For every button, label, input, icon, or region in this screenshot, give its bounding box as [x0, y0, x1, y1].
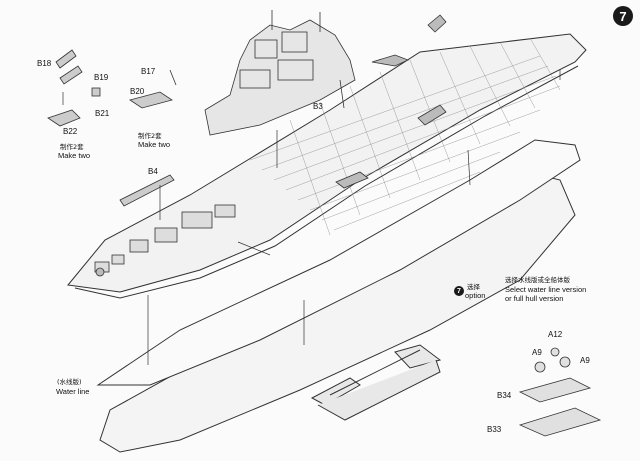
part-label-b34: B34	[497, 391, 512, 400]
select-version-line1: Select water line version	[505, 285, 587, 294]
display-stand	[310, 344, 442, 421]
part-label-a9-right: A9	[580, 356, 590, 365]
guide-lines	[62, 70, 561, 365]
make-two-left-cn: 制作2套	[60, 143, 84, 151]
island-superstructure	[204, 10, 356, 136]
loose-parts	[47, 49, 345, 207]
part-label-b17: B17	[141, 67, 156, 76]
option-number-badge: 7	[454, 286, 464, 296]
waterline-cn: (水线版)	[57, 378, 82, 386]
waterline-hull	[96, 139, 581, 386]
make-two-right: Make two	[138, 140, 171, 149]
part-label-a12: A12	[548, 330, 563, 339]
part-label-a9-left: A9	[532, 348, 542, 357]
make-two-left: Make two	[58, 151, 91, 160]
waterline-label: Water line	[56, 387, 90, 396]
option-cn: 选择	[467, 283, 480, 291]
part-label-b22: B22	[63, 127, 78, 136]
deck-grid	[249, 37, 561, 236]
part-label-b33: B33	[487, 425, 502, 434]
stand-parts	[518, 347, 602, 437]
step-number-badge: 7	[613, 6, 633, 26]
bow-details	[94, 204, 236, 277]
part-label-b3: B3	[313, 102, 323, 111]
select-version-line2: or full hull version	[505, 294, 564, 303]
make-two-right-cn: 制作2套	[138, 132, 162, 140]
part-label-b18: B18	[37, 59, 52, 68]
part-label-b19: B19	[94, 73, 109, 82]
part-label-b21: B21	[95, 109, 110, 118]
select-version-cn: 选择水线版或全船体版	[505, 276, 570, 284]
option-label: option	[465, 291, 486, 300]
part-label-b20: B20	[130, 87, 145, 96]
deck-aircraft	[335, 14, 447, 189]
part-label-b4: B4	[148, 167, 158, 176]
